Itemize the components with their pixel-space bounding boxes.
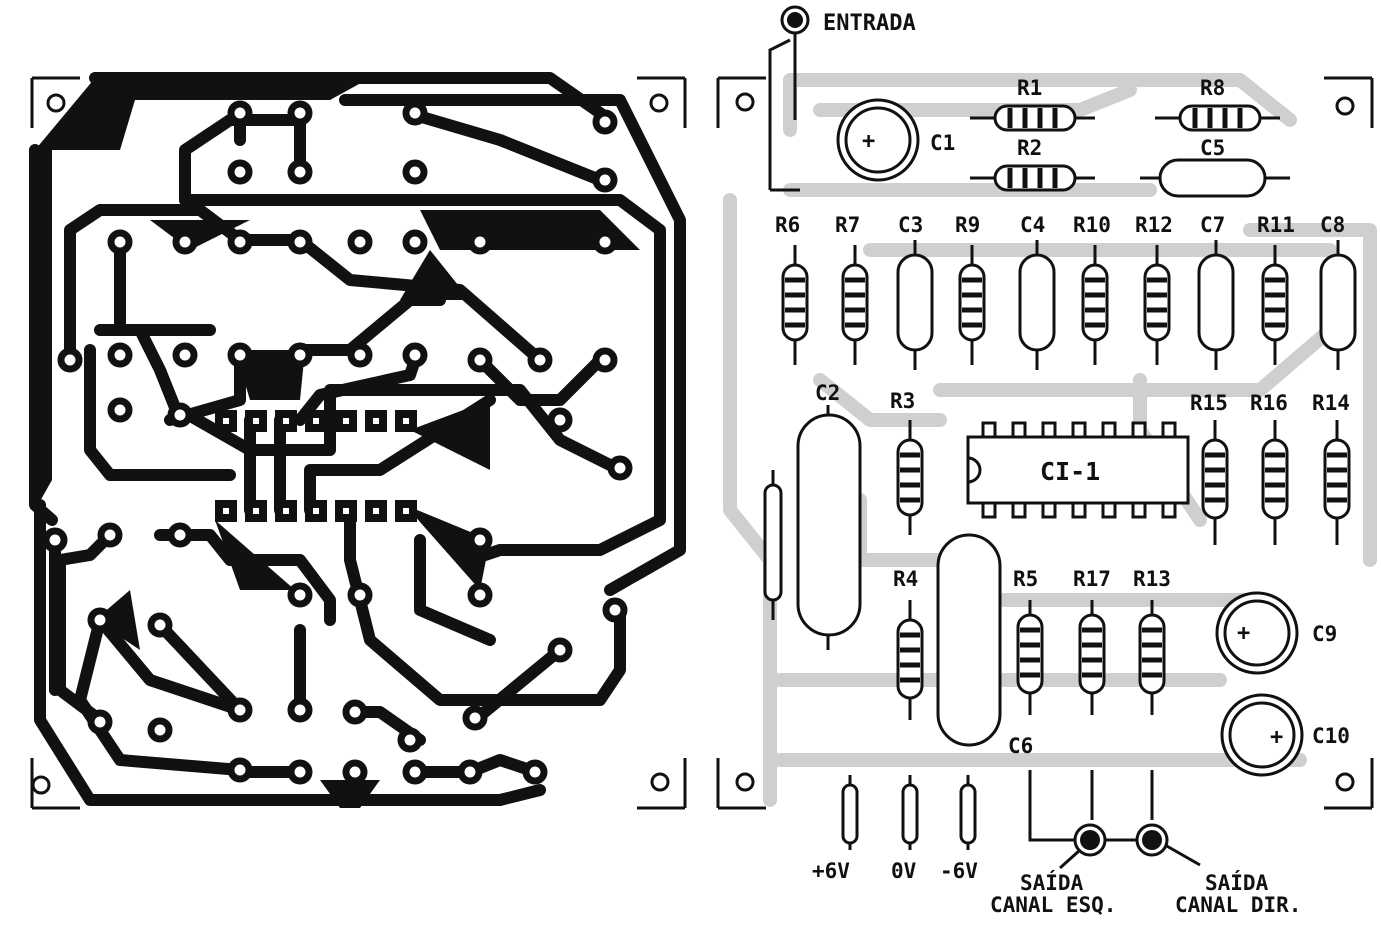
label-r11: R11 bbox=[1257, 213, 1295, 237]
copper-fill-left-bus bbox=[35, 78, 370, 510]
resistor-r9 bbox=[958, 245, 986, 365]
capacitor-c5 bbox=[1140, 158, 1290, 198]
input-wire bbox=[768, 20, 800, 192]
c10-plus: + bbox=[1270, 725, 1283, 750]
jumper-wire bbox=[763, 470, 783, 620]
copper-traces bbox=[29, 72, 686, 806]
label-c3: C3 bbox=[898, 213, 923, 237]
corner-mark-tr bbox=[637, 76, 687, 128]
round-pads-left bbox=[42, 100, 633, 785]
label-r5: R5 bbox=[1013, 567, 1038, 591]
capacitor-c3 bbox=[896, 240, 934, 370]
resistor-r11 bbox=[1261, 245, 1289, 365]
capacitor-c1: + bbox=[836, 98, 920, 182]
label-out-left-1: SAÍDA bbox=[1020, 870, 1084, 895]
label-r10: R10 bbox=[1073, 213, 1111, 237]
power-terminal-plus6v bbox=[841, 775, 859, 850]
label-c9: C9 bbox=[1312, 622, 1337, 646]
ic-pad-holes-left bbox=[223, 418, 409, 514]
label-out-left-2: CANAL ESQ. bbox=[990, 893, 1116, 917]
resistor-r7 bbox=[841, 245, 869, 365]
copper-fill-triangle-6 bbox=[95, 590, 140, 650]
resistor-r1 bbox=[970, 104, 1095, 132]
output-wires bbox=[1028, 770, 1201, 870]
output-terminal-right bbox=[1135, 823, 1169, 857]
label-c5: C5 bbox=[1200, 136, 1225, 160]
corner-mark-r-tr bbox=[1324, 76, 1374, 128]
label-r17: R17 bbox=[1073, 567, 1111, 591]
label-out-right-2: CANAL DIR. bbox=[1175, 893, 1301, 917]
corner-mark-r-bl bbox=[716, 758, 766, 810]
resistor-r13 bbox=[1138, 600, 1166, 715]
pcb-component-side: ENTRADA + C1 R1 R2 R8 bbox=[716, 5, 1377, 917]
resistor-r14 bbox=[1323, 420, 1351, 545]
copper-fill-triangle-4 bbox=[405, 505, 490, 590]
label-plus6v: +6V bbox=[812, 859, 850, 883]
corner-mark-tl bbox=[30, 76, 80, 128]
corner-mark-bl bbox=[30, 758, 80, 810]
corner-mark-r-tl bbox=[716, 76, 766, 128]
label-r8: R8 bbox=[1200, 76, 1225, 100]
resistor-r3 bbox=[896, 420, 924, 535]
label-r7: R7 bbox=[835, 213, 860, 237]
label-r2: R2 bbox=[1017, 136, 1042, 160]
capacitor-c8 bbox=[1319, 240, 1357, 370]
corner-mark-br bbox=[637, 758, 687, 810]
ic-ci1: CI-1 bbox=[966, 421, 1190, 519]
label-out-right-1: SAÍDA bbox=[1205, 870, 1269, 895]
input-terminal bbox=[780, 5, 810, 35]
label-c6: C6 bbox=[1008, 734, 1033, 758]
resistor-r8 bbox=[1155, 104, 1280, 132]
label-c7: C7 bbox=[1200, 213, 1225, 237]
output-terminal-left bbox=[1073, 823, 1107, 857]
resistor-r5 bbox=[1016, 600, 1044, 715]
label-r13: R13 bbox=[1133, 567, 1171, 591]
pcb-copper-side bbox=[29, 72, 687, 810]
label-r3: R3 bbox=[890, 389, 915, 413]
label-c1: C1 bbox=[930, 131, 955, 155]
capacitor-c10: + bbox=[1220, 693, 1304, 777]
label-r15: R15 bbox=[1190, 391, 1228, 415]
capacitor-c4 bbox=[1018, 240, 1056, 370]
c9-plus: + bbox=[1237, 621, 1250, 646]
label-r6: R6 bbox=[775, 213, 800, 237]
label-r16: R16 bbox=[1250, 391, 1288, 415]
label-ci1: CI-1 bbox=[1040, 457, 1100, 486]
label-c10: C10 bbox=[1312, 724, 1350, 748]
label-c2: C2 bbox=[815, 381, 840, 405]
resistor-r12 bbox=[1143, 245, 1171, 365]
label-0v: 0V bbox=[891, 859, 917, 883]
power-terminal-minus6v bbox=[959, 775, 977, 850]
resistor-r16 bbox=[1261, 420, 1289, 545]
label-r1: R1 bbox=[1017, 76, 1042, 100]
resistor-r2 bbox=[970, 164, 1095, 192]
copper-fill-block-1 bbox=[235, 350, 305, 400]
power-terminal-0v bbox=[901, 775, 919, 850]
resistor-r10 bbox=[1081, 245, 1109, 365]
resistor-r17 bbox=[1078, 600, 1106, 715]
label-r14: R14 bbox=[1312, 391, 1350, 415]
resistor-r15 bbox=[1201, 420, 1229, 545]
label-c4: C4 bbox=[1020, 213, 1045, 237]
label-r4: R4 bbox=[893, 567, 918, 591]
capacitor-c6 bbox=[936, 533, 1002, 747]
capacitor-c9: + bbox=[1215, 591, 1299, 675]
capacitor-c2 bbox=[796, 405, 862, 650]
label-minus6v: -6V bbox=[940, 859, 978, 883]
label-r9: R9 bbox=[955, 213, 980, 237]
c1-plus: + bbox=[862, 129, 875, 154]
label-r12: R12 bbox=[1135, 213, 1173, 237]
resistor-r4 bbox=[896, 600, 924, 720]
corner-mark-r-br bbox=[1324, 758, 1374, 810]
label-entrada: ENTRADA bbox=[823, 11, 916, 36]
label-c8: C8 bbox=[1320, 213, 1345, 237]
resistor-r6 bbox=[781, 245, 809, 365]
capacitor-c7 bbox=[1197, 240, 1235, 370]
